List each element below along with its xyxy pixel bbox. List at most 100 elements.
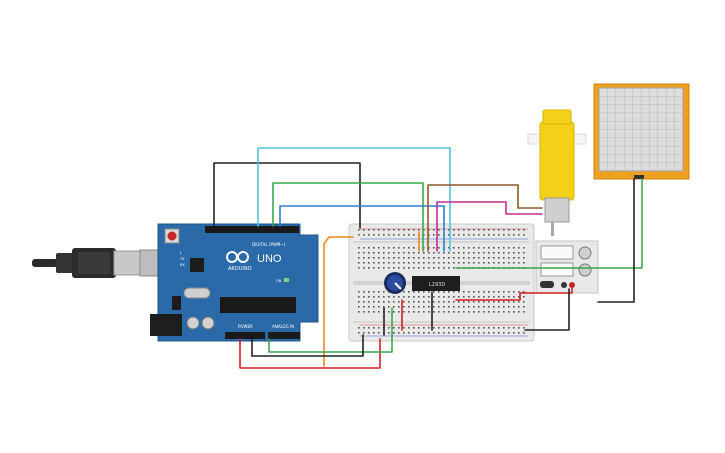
breadboard-hole[interactable]	[468, 247, 470, 249]
breadboard-hole[interactable]	[503, 296, 505, 298]
breadboard-hole[interactable]	[453, 234, 455, 236]
breadboard-hole[interactable]	[428, 327, 430, 329]
breadboard-hole[interactable]	[423, 252, 425, 254]
breadboard-hole[interactable]	[503, 262, 505, 264]
breadboard-hole[interactable]	[398, 327, 400, 329]
breadboard-hole[interactable]	[388, 296, 390, 298]
breadboard-hole[interactable]	[463, 262, 465, 264]
breadboard-hole[interactable]	[513, 327, 515, 329]
breadboard-hole[interactable]	[508, 262, 510, 264]
breadboard-hole[interactable]	[428, 301, 430, 303]
breadboard-hole[interactable]	[403, 229, 405, 231]
breadboard-hole[interactable]	[433, 311, 435, 313]
negative-terminal[interactable]	[561, 282, 567, 288]
breadboard-hole[interactable]	[383, 257, 385, 259]
breadboard-hole[interactable]	[418, 257, 420, 259]
breadboard-hole[interactable]	[418, 267, 420, 269]
breadboard-hole[interactable]	[393, 252, 395, 254]
breadboard-hole[interactable]	[508, 332, 510, 334]
breadboard-hole[interactable]	[388, 327, 390, 329]
breadboard-hole[interactable]	[438, 301, 440, 303]
breadboard-hole[interactable]	[523, 311, 525, 313]
breadboard-hole[interactable]	[518, 296, 520, 298]
breadboard-hole[interactable]	[403, 332, 405, 334]
breadboard-hole[interactable]	[418, 291, 420, 293]
breadboard-hole[interactable]	[368, 291, 370, 293]
breadboard-hole[interactable]	[483, 306, 485, 308]
breadboard-hole[interactable]	[368, 296, 370, 298]
breadboard-hole[interactable]	[368, 267, 370, 269]
wire-green[interactable]	[272, 182, 424, 252]
breadboard-hole[interactable]	[508, 306, 510, 308]
breadboard-hole[interactable]	[383, 262, 385, 264]
breadboard-hole[interactable]	[448, 327, 450, 329]
breadboard-hole[interactable]	[473, 234, 475, 236]
breadboard-hole[interactable]	[448, 252, 450, 254]
breadboard-hole[interactable]	[453, 262, 455, 264]
breadboard-hole[interactable]	[378, 327, 380, 329]
breadboard-hole[interactable]	[468, 291, 470, 293]
breadboard-hole[interactable]	[358, 257, 360, 259]
breadboard-hole[interactable]	[468, 229, 470, 231]
breadboard-hole[interactable]	[388, 252, 390, 254]
breadboard-hole[interactable]	[498, 229, 500, 231]
breadboard-hole[interactable]	[508, 327, 510, 329]
dc-gear-motor[interactable]	[527, 109, 587, 236]
breadboard-hole[interactable]	[408, 301, 410, 303]
breadboard-hole[interactable]	[508, 247, 510, 249]
breadboard-hole[interactable]	[468, 257, 470, 259]
breadboard-hole[interactable]	[488, 332, 490, 334]
breadboard-hole[interactable]	[523, 327, 525, 329]
breadboard-hole[interactable]	[408, 327, 410, 329]
breadboard-hole[interactable]	[428, 257, 430, 259]
breadboard-hole[interactable]	[423, 296, 425, 298]
breadboard-hole[interactable]	[408, 306, 410, 308]
breadboard-hole[interactable]	[438, 332, 440, 334]
breadboard-hole[interactable]	[438, 296, 440, 298]
breadboard-hole[interactable]	[363, 327, 365, 329]
breadboard-hole[interactable]	[388, 267, 390, 269]
breadboard-hole[interactable]	[518, 306, 520, 308]
breadboard-hole[interactable]	[423, 262, 425, 264]
breadboard-hole[interactable]	[463, 327, 465, 329]
breadboard-hole[interactable]	[463, 229, 465, 231]
breadboard-hole[interactable]	[438, 267, 440, 269]
breadboard-hole[interactable]	[443, 306, 445, 308]
breadboard-hole[interactable]	[458, 247, 460, 249]
breadboard-hole[interactable]	[393, 301, 395, 303]
breadboard-hole[interactable]	[508, 257, 510, 259]
breadboard-hole[interactable]	[478, 291, 480, 293]
breadboard-hole[interactable]	[418, 311, 420, 313]
breadboard-hole[interactable]	[433, 332, 435, 334]
breadboard-hole[interactable]	[508, 229, 510, 231]
breadboard-hole[interactable]	[518, 301, 520, 303]
breadboard-hole[interactable]	[453, 332, 455, 334]
breadboard-hole[interactable]	[483, 311, 485, 313]
breadboard-hole[interactable]	[498, 252, 500, 254]
breadboard-hole[interactable]	[388, 306, 390, 308]
breadboard-hole[interactable]	[423, 267, 425, 269]
breadboard-hole[interactable]	[398, 257, 400, 259]
breadboard-hole[interactable]	[448, 247, 450, 249]
breadboard-hole[interactable]	[518, 291, 520, 293]
breadboard-hole[interactable]	[413, 252, 415, 254]
breadboard-hole[interactable]	[498, 332, 500, 334]
breadboard-hole[interactable]	[418, 229, 420, 231]
breadboard-hole[interactable]	[473, 257, 475, 259]
wire-black-scope[interactable]	[597, 178, 635, 303]
breadboard-hole[interactable]	[508, 234, 510, 236]
breadboard-hole[interactable]	[408, 262, 410, 264]
breadboard-hole[interactable]	[508, 296, 510, 298]
breadboard-hole[interactable]	[483, 229, 485, 231]
breadboard-hole[interactable]	[448, 332, 450, 334]
breadboard-hole[interactable]	[368, 252, 370, 254]
breadboard-hole[interactable]	[413, 332, 415, 334]
breadboard-hole[interactable]	[488, 257, 490, 259]
breadboard-hole[interactable]	[458, 234, 460, 236]
breadboard-hole[interactable]	[398, 301, 400, 303]
wire-green-scope[interactable]	[455, 178, 643, 269]
breadboard-hole[interactable]	[488, 234, 490, 236]
breadboard-hole[interactable]	[428, 332, 430, 334]
breadboard-hole[interactable]	[363, 262, 365, 264]
breadboard-hole[interactable]	[513, 252, 515, 254]
